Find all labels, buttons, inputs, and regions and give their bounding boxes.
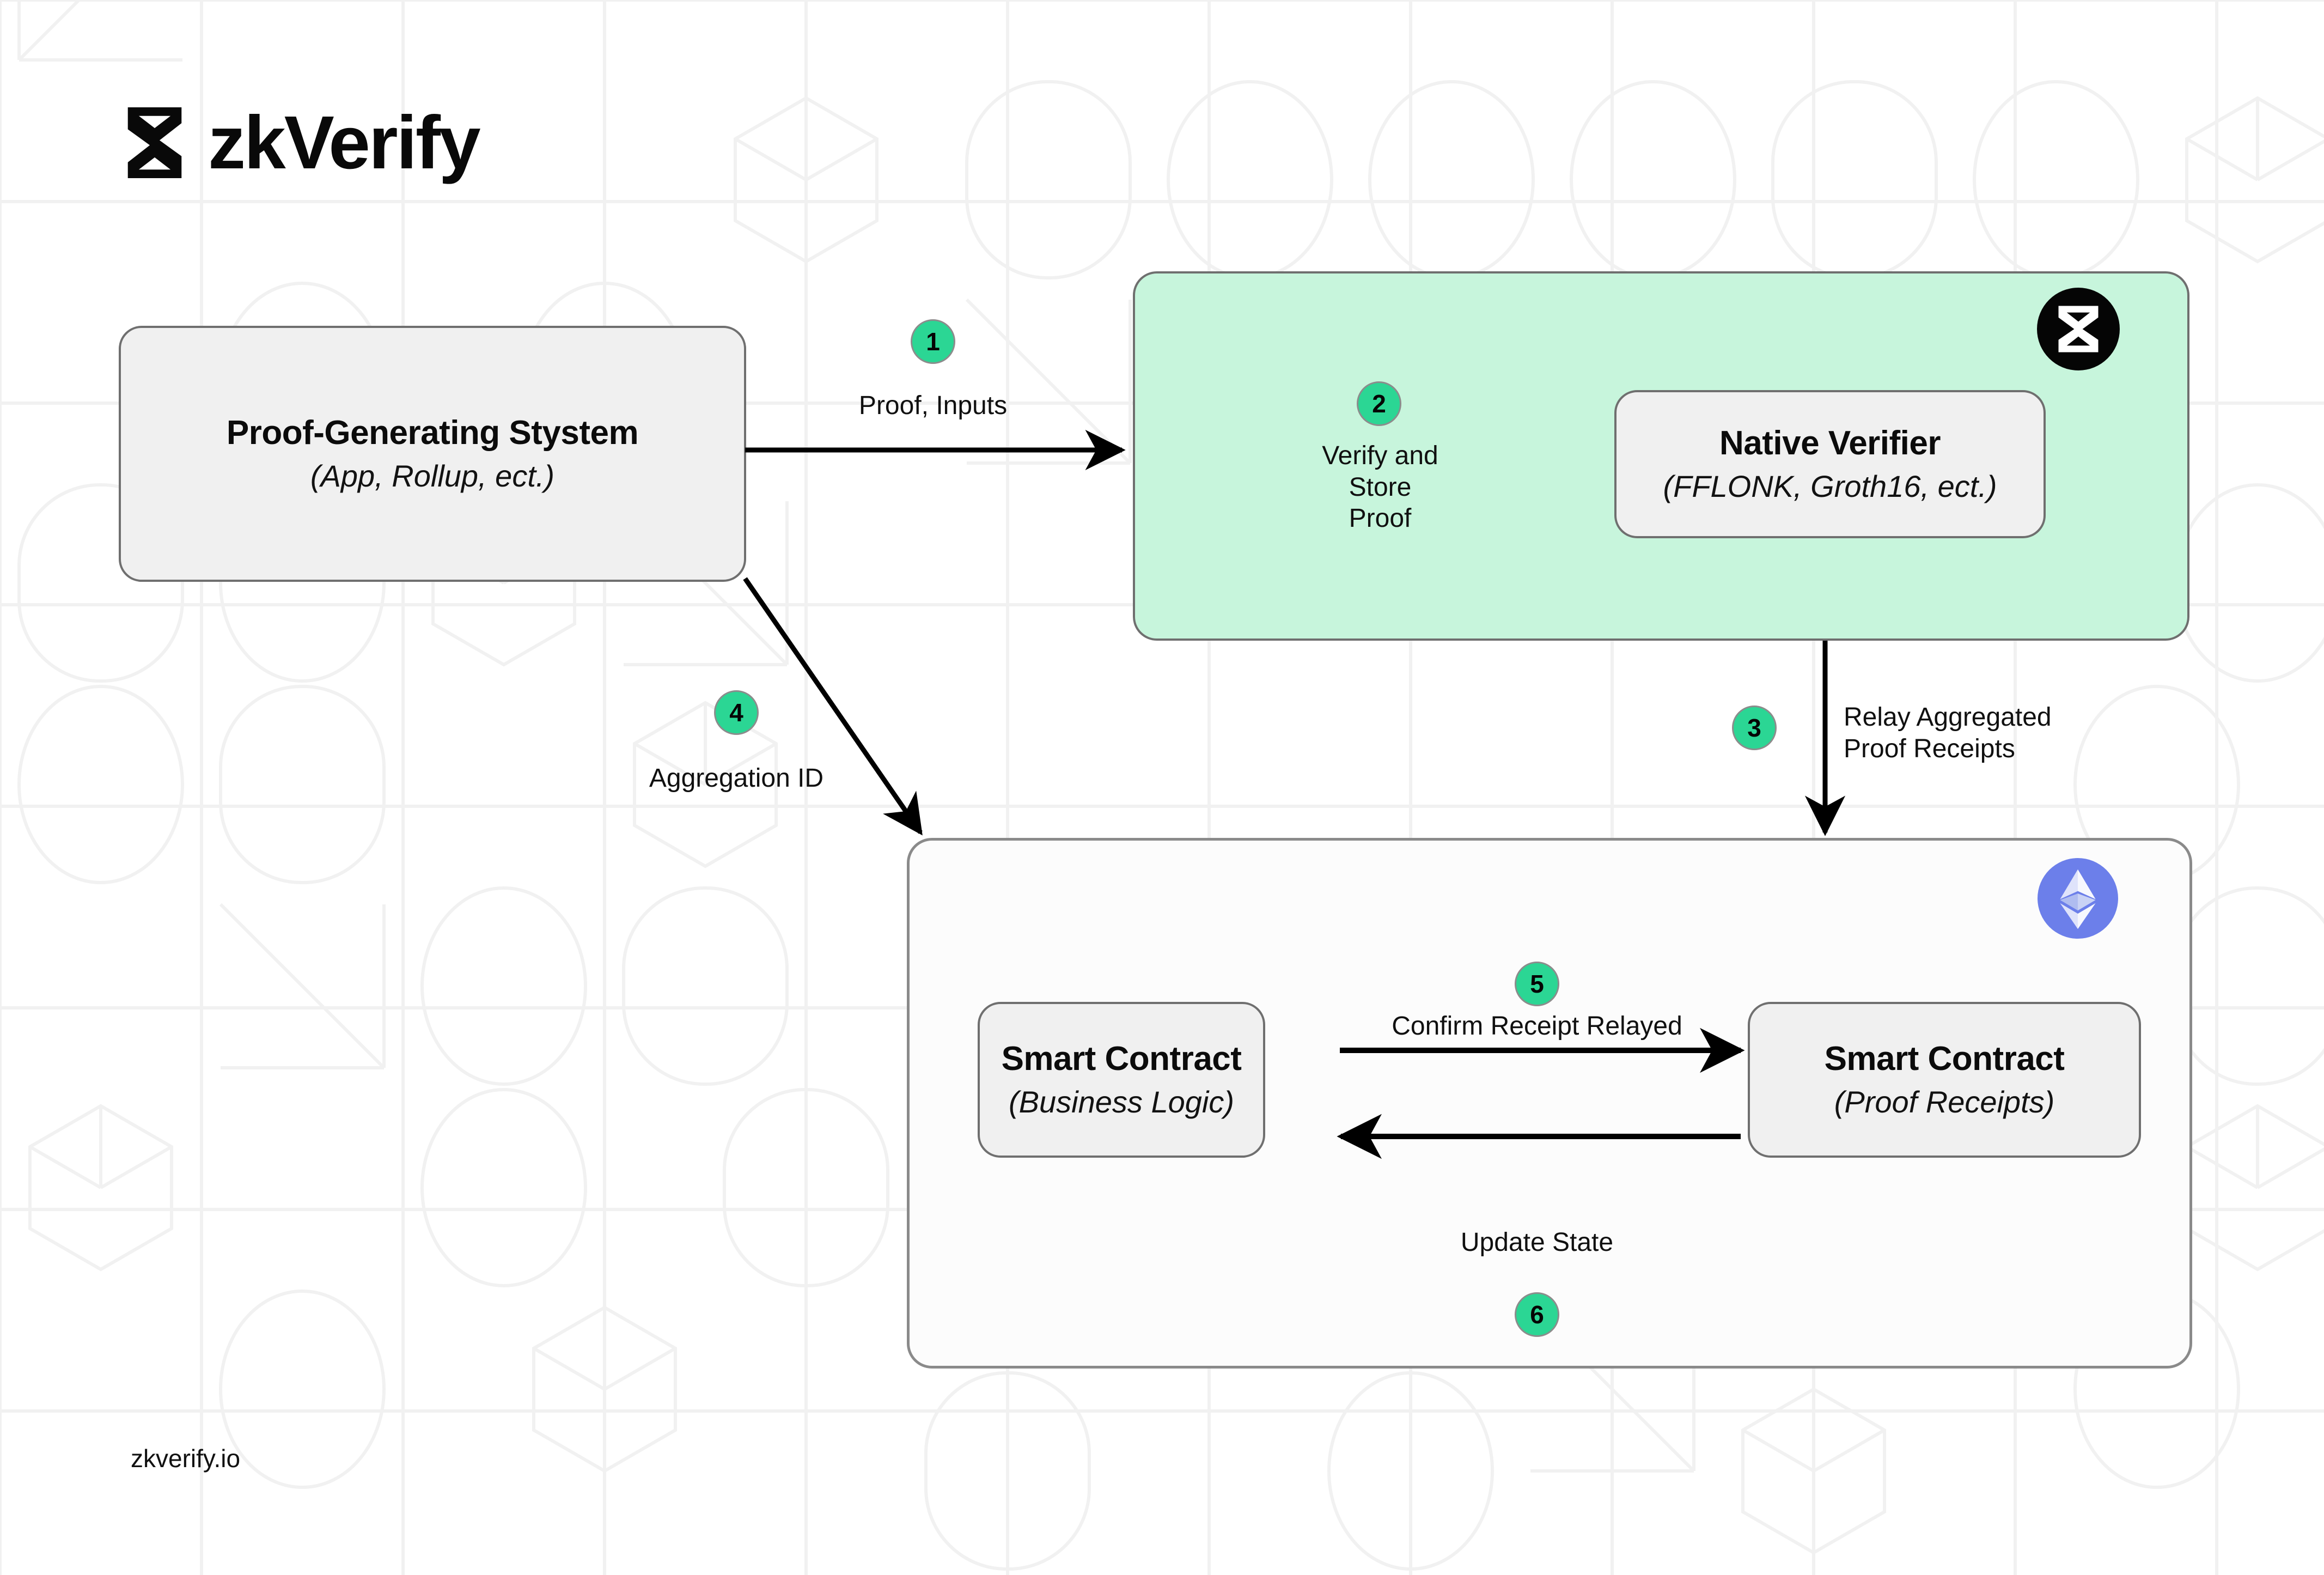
node-subtitle: (FFLONK, Groth16, ect.): [1663, 469, 1997, 504]
node-title: Proof-Generating Stystem: [226, 413, 639, 452]
step-badge-2: 2: [1357, 381, 1401, 426]
ethereum-icon: [2038, 858, 2118, 939]
node-subtitle: (App, Rollup, ect.): [310, 459, 555, 494]
node-proof-generating-system[interactable]: Proof-Generating Stystem (App, Rollup, e…: [119, 326, 746, 582]
brand-logo: zkVerify: [124, 101, 481, 185]
step-label-6: Update State: [1460, 1228, 1614, 1257]
arrow-aggregation-id: [743, 577, 923, 836]
step-badge-4: 4: [714, 690, 759, 735]
step-badge-3: 3: [1732, 706, 1777, 750]
footer-site-url[interactable]: zkverify.io: [131, 1444, 241, 1473]
node-subtitle: (Proof Receipts): [1834, 1085, 2055, 1120]
step-label-4: Aggregation ID: [649, 764, 824, 793]
step-badge-1: 1: [911, 319, 955, 364]
step-label-3: Relay Aggregated Proof Receipts: [1844, 703, 2052, 763]
step-badge-6: 6: [1515, 1292, 1559, 1337]
step-label-1: Proof, Inputs: [858, 391, 1008, 420]
node-title: Native Verifier: [1719, 424, 1941, 462]
node-subtitle: (Business Logic): [1009, 1085, 1234, 1120]
brand-wordmark: zkVerify: [208, 101, 481, 185]
step-badge-5: 5: [1515, 962, 1559, 1006]
node-native-verifier[interactable]: Native Verifier (FFLONK, Groth16, ect.): [1614, 390, 2046, 538]
node-smart-contract-business-logic[interactable]: Smart Contract (Business Logic): [978, 1002, 1265, 1158]
node-title: Smart Contract: [1824, 1039, 2065, 1078]
step-label-5: Confirm Receipt Relayed: [1392, 1012, 1682, 1041]
node-text-block: Smart Contract (Business Logic): [980, 1040, 1263, 1120]
panel-zkverify[interactable]: 2 Verify and Store Proof Native Verifier…: [1133, 271, 2189, 641]
zkverify-badge-icon: [2037, 288, 2120, 370]
panel-ethereum[interactable]: 5 Confirm Receipt Relayed Update State 6…: [907, 838, 2192, 1369]
node-text-block: Proof-Generating Stystem (App, Rollup, e…: [121, 414, 744, 494]
zkverify-hourglass-logo-icon: [127, 107, 182, 178]
node-title: Smart Contract: [1001, 1039, 1242, 1078]
node-text-block: Smart Contract (Proof Receipts): [1750, 1040, 2139, 1120]
node-text-block: Native Verifier (FFLONK, Groth16, ect.): [1617, 424, 2044, 504]
node-smart-contract-proof-receipts[interactable]: Smart Contract (Proof Receipts): [1748, 1002, 2141, 1158]
step-label-2: Verify and Store Proof: [1322, 441, 1438, 533]
